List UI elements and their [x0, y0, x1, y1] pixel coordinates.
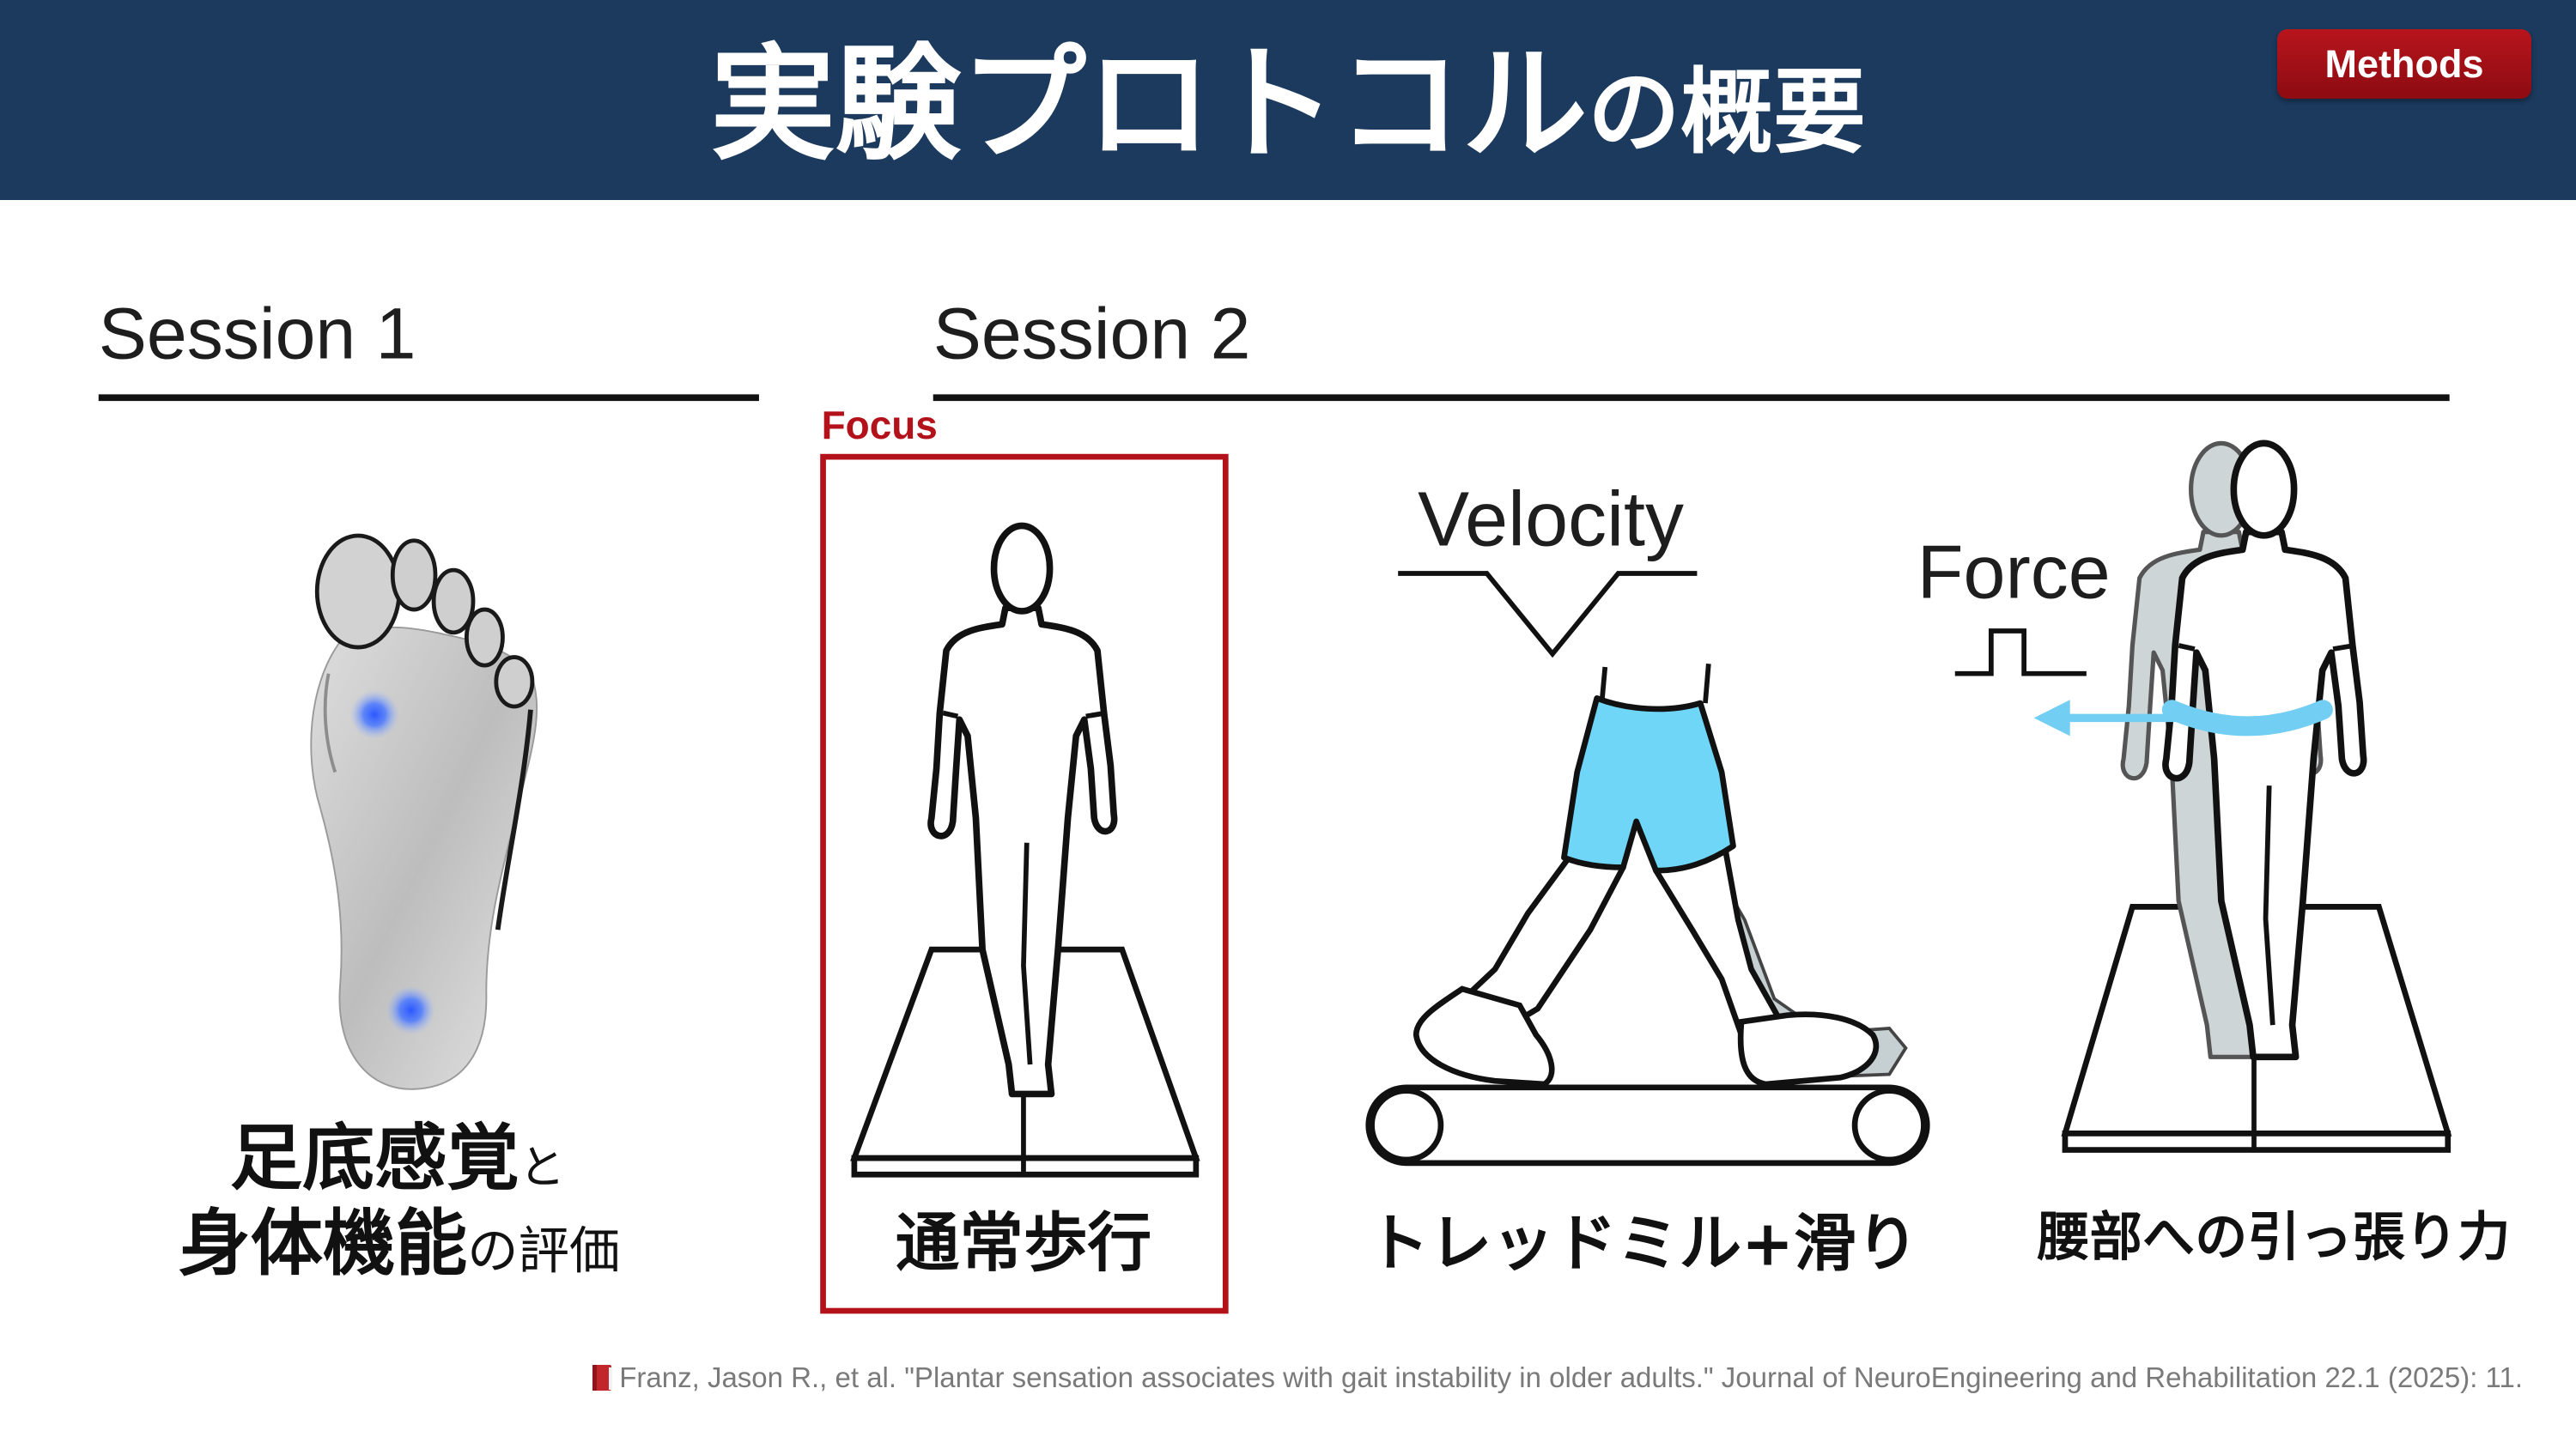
slide-title-main: 実験プロトコル	[709, 31, 1588, 178]
caption-plantar-sensation: 足底感覚	[230, 1116, 519, 1200]
trailing-leg	[1653, 845, 1784, 1038]
methods-badge: Methods	[2277, 29, 2531, 99]
session-2-label: Session 2	[933, 293, 1251, 373]
third-toe	[431, 567, 476, 635]
heel-sensor-dot	[386, 985, 436, 1035]
caption-physical-function: 身体機能	[179, 1201, 468, 1285]
velocity-label: Velocity	[1418, 476, 1684, 562]
treadmill-front-roller	[1369, 1088, 1444, 1163]
panel-waist-pull-caption: 腰部への引っ張り力	[2036, 1207, 2510, 1268]
citation: Franz, Jason R., et al. "Plantar sensati…	[590, 1361, 2523, 1394]
treadmill-rear-roller	[1851, 1088, 1927, 1163]
treadmill-slip-illustration	[1365, 663, 1930, 1167]
force-pulse-trace	[1954, 628, 2087, 676]
focus-highlight-box	[820, 453, 1229, 1314]
forefoot-sensor-dot	[349, 689, 399, 740]
waist-pull-illustration	[2033, 443, 2452, 1153]
panel-normal-walking-caption: 通常歩行	[896, 1205, 1151, 1280]
foot-sole-illustration	[310, 533, 538, 1090]
pull-direction-arrowhead	[2033, 700, 2070, 737]
session-1-label: Session 1	[99, 293, 416, 373]
waist-outline-right	[1703, 663, 1711, 704]
title-bar: 実験プロトコルの概要 Methods	[0, 0, 2576, 200]
waist-harness-band	[2161, 700, 2333, 737]
session-1-caption-line2: 身体機能の評価	[179, 1201, 621, 1285]
velocity-profile-trace	[1398, 571, 1698, 658]
normal-walking-illustration	[850, 525, 1200, 1178]
big-toe	[314, 533, 402, 650]
trailing-shoe	[1737, 1011, 1880, 1088]
fourth-toe	[464, 607, 505, 668]
second-toe	[390, 538, 438, 612]
walkway-plate-2-edge	[2062, 1131, 2451, 1153]
little-toe	[494, 655, 535, 709]
foot-lateral-outline	[495, 709, 533, 931]
treadmill-belt	[1365, 1084, 1930, 1167]
leading-shoe	[1413, 985, 1555, 1088]
caption-conjunction: と	[519, 1140, 566, 1194]
slide-title: 実験プロトコルの概要	[0, 0, 2576, 200]
book-icon	[592, 1365, 613, 1391]
waist-outline-left	[1599, 666, 1608, 704]
session-1-caption-line1: 足底感覚と	[230, 1116, 565, 1200]
foot-medial-shading	[323, 673, 337, 773]
focus-label: Focus	[822, 403, 938, 447]
walking-shorts	[1561, 695, 1736, 874]
panel-treadmill-caption: トレッドミル+滑り	[1367, 1208, 1918, 1280]
citation-text: Franz, Jason R., et al. "Plantar sensati…	[619, 1361, 2523, 1393]
caption-evaluation: の評価	[467, 1221, 620, 1280]
force-label: Force	[1917, 530, 2111, 615]
slide-title-suffix: の概要	[1587, 58, 1866, 167]
